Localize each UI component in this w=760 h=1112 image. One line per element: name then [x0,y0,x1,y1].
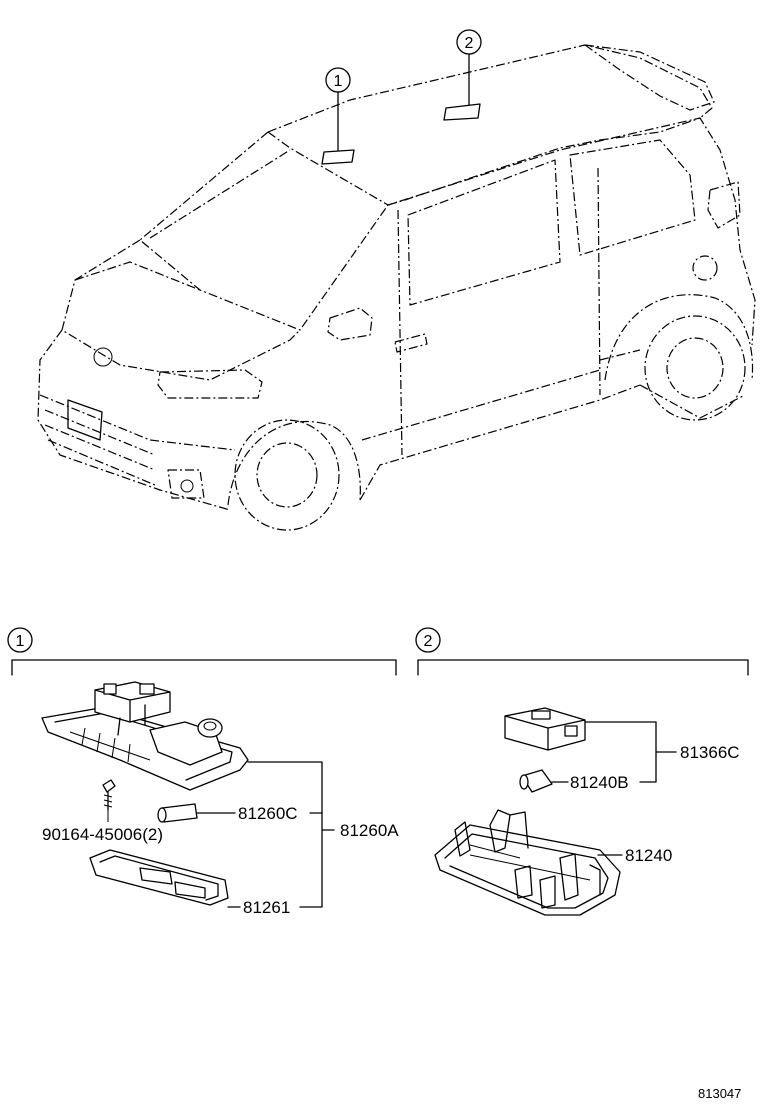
bulb-81260c: 81260C [157,803,298,823]
lens-81261: 81261 [89,849,290,917]
svg-text:1: 1 [334,73,343,90]
roof-lamp-markers [321,54,481,165]
callout-two-vehicle: 2 [456,29,482,55]
switch-81366c [504,707,657,751]
label-81261: 81261 [243,898,290,917]
svg-text:2: 2 [465,35,474,52]
section-one-header: 1 [7,627,397,676]
housing-81240: 81240 [434,809,672,916]
vehicle-outline [37,44,756,531]
callout-one-vehicle: 1 [325,67,351,93]
label-81366c: 81366C [680,743,740,762]
label-81260c: 81260C [238,804,298,823]
section-two-header: 2 [415,627,749,676]
bracket-81366c: 81366C [639,721,740,783]
label-81240: 81240 [625,846,672,865]
label-81260a: 81260A [340,821,399,840]
svg-text:2: 2 [424,633,433,650]
screw-part: 90164-45006(2) [42,779,163,844]
diagram-code: 813047 [698,1086,741,1101]
dome-lamp-housing [41,681,249,791]
label-90164: 90164-45006(2) [42,825,163,844]
label-81240b: 81240B [570,773,629,792]
bulb-81240b: 81240B [519,769,629,793]
svg-text:1: 1 [16,633,25,650]
bracket-81260a: 81260A [247,761,399,908]
